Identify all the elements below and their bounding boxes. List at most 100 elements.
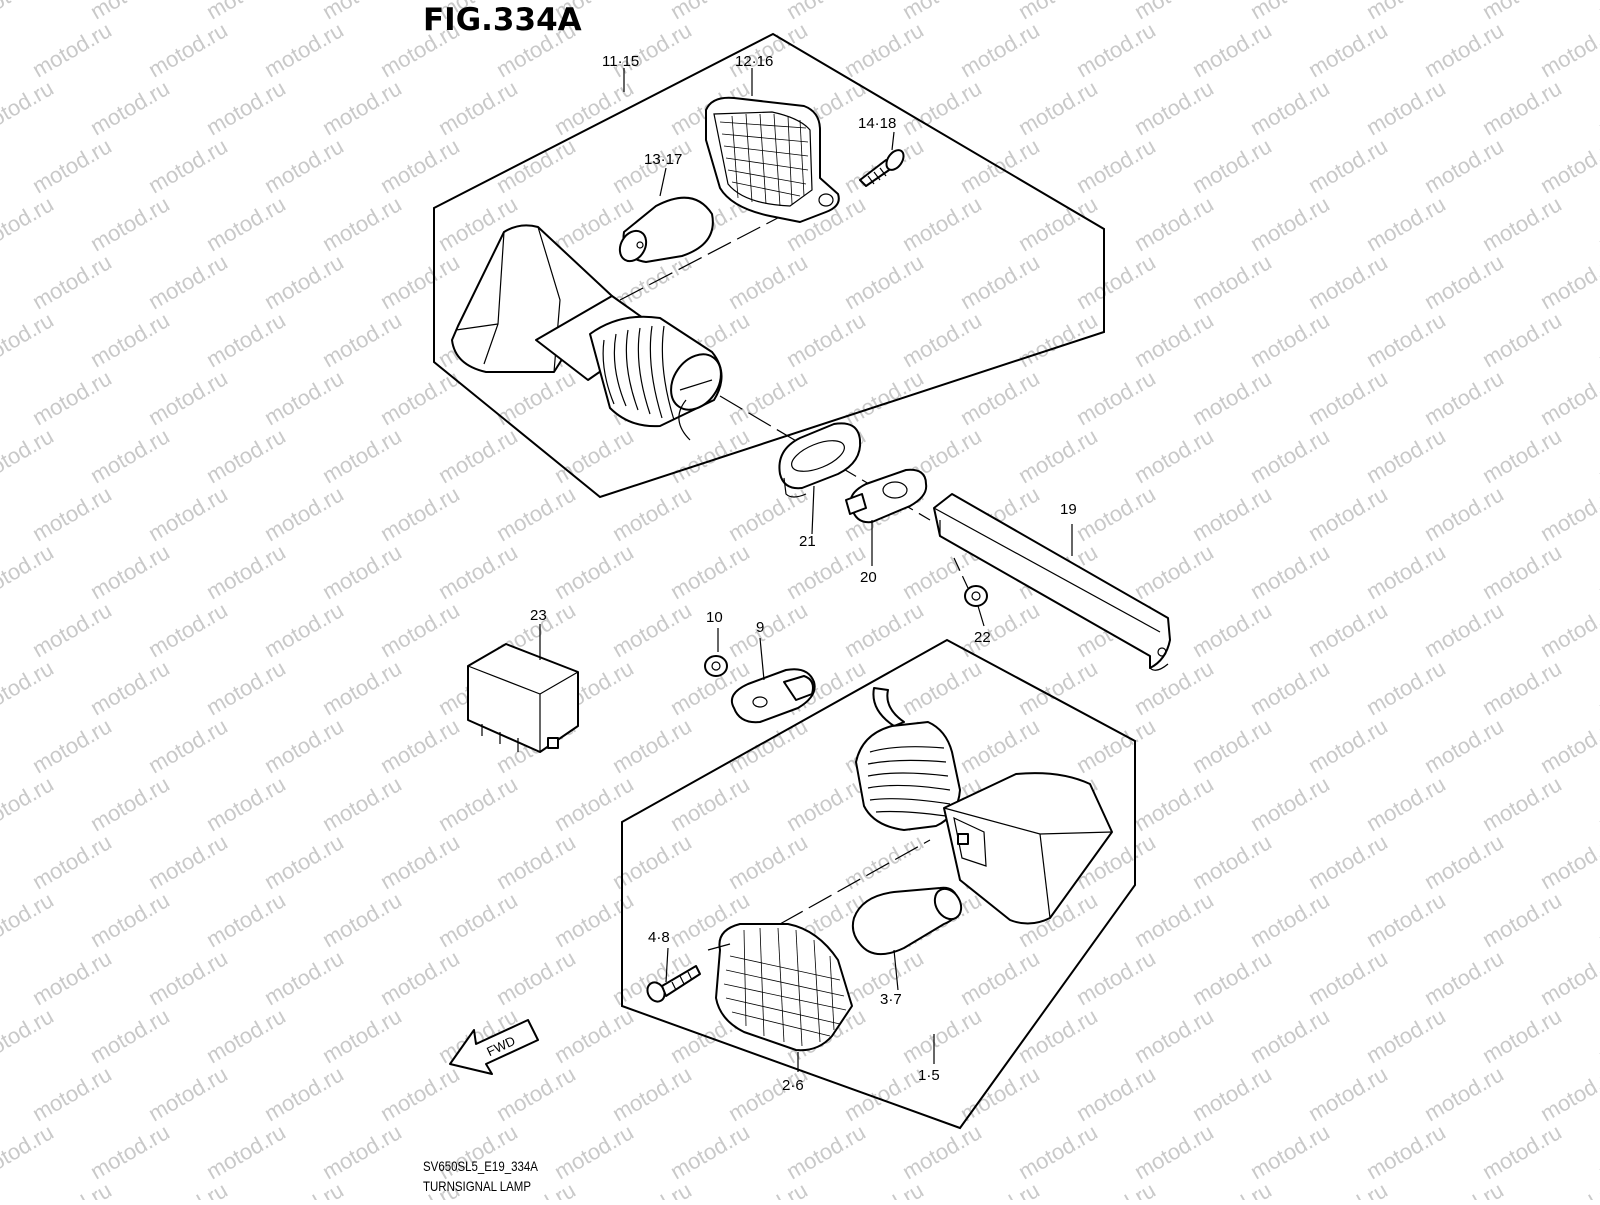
watermark-text: motod.ru xyxy=(318,655,406,720)
callout-22: 22 xyxy=(974,629,991,646)
watermark-text: motod.ru xyxy=(1420,597,1508,662)
watermark-text: motod.ru xyxy=(608,17,696,82)
watermark-text: motod.ru xyxy=(724,365,812,430)
watermark-text: motod.ru xyxy=(1130,887,1218,952)
watermark-text: motod.ru xyxy=(1536,249,1600,314)
watermark-text: motod.ru xyxy=(260,481,348,546)
watermark-text: motod.ru xyxy=(1130,307,1218,372)
callout-19: 19 xyxy=(1060,501,1077,518)
watermark-text: motod.ru xyxy=(1536,365,1600,430)
watermark-text: motod.ru xyxy=(1304,133,1392,198)
lower-screw xyxy=(646,965,701,1003)
watermark-text: motod.ru xyxy=(144,597,232,662)
watermark-text: motod.ru xyxy=(1536,945,1600,1010)
watermark-text: motod.ru xyxy=(1188,597,1276,662)
watermark-text: motod.ru xyxy=(1188,1177,1276,1200)
watermark-text: motod.ru xyxy=(376,597,464,662)
watermark-text: motod.ru xyxy=(1130,191,1218,256)
watermark-text: motod.ru xyxy=(1536,597,1600,662)
watermark-text: motod.ru xyxy=(86,307,174,372)
watermark-text: motod.ru xyxy=(1594,191,1600,256)
watermark-text: motod.ru xyxy=(1072,17,1160,82)
watermark-text: motod.ru xyxy=(28,597,116,662)
callout-14-18: 14·18 xyxy=(858,115,896,132)
watermark-text: motod.ru xyxy=(550,539,638,604)
watermark-text: motod.ru xyxy=(434,423,522,488)
watermark-text: motod.ru xyxy=(144,481,232,546)
watermark-text: motod.ru xyxy=(86,423,174,488)
watermark-text: motod.ru xyxy=(898,307,986,372)
watermark-text: motod.ru xyxy=(1304,249,1392,314)
watermark-text: motod.ru xyxy=(492,829,580,894)
watermark-text: motod.ru xyxy=(1072,1177,1160,1200)
watermark-text: motod.ru xyxy=(1246,539,1334,604)
watermark-text: motod.ru xyxy=(956,17,1044,82)
watermark-text: motod.ru xyxy=(492,945,580,1010)
watermark-text: motod.ru xyxy=(1594,423,1600,488)
watermark-text: motod.ru xyxy=(1188,481,1276,546)
watermark-text: motod.ru xyxy=(550,887,638,952)
watermark-text: motod.ru xyxy=(260,945,348,1010)
watermark-text: motod.ru xyxy=(1188,365,1276,430)
watermark-text: motod.ru xyxy=(1246,771,1334,836)
watermark-text: motod.ru xyxy=(318,75,406,140)
watermark-text: motod.ru xyxy=(550,1003,638,1068)
watermark-text: motod.ru xyxy=(376,829,464,894)
watermark-text: motod.ru xyxy=(1362,887,1450,952)
lower-assembly-box xyxy=(621,638,1136,1130)
watermark-text: motod.ru xyxy=(202,1003,290,1068)
watermark-text: motod.ru xyxy=(724,597,812,662)
watermark-text: motod.ru xyxy=(86,1119,174,1184)
watermark-text: motod.ru xyxy=(202,423,290,488)
watermark-text: motod.ru xyxy=(202,655,290,720)
watermark-text: motod.ru xyxy=(1246,191,1334,256)
callout-12-16: 12·16 xyxy=(735,53,773,70)
watermark-text: motod.ru xyxy=(1478,1119,1566,1184)
watermark-text: motod.ru xyxy=(318,771,406,836)
upper-assembly-box xyxy=(433,32,1105,499)
grommet-21 xyxy=(778,422,862,498)
watermark-text: motod.ru xyxy=(550,771,638,836)
watermark-text: motod.ru xyxy=(318,191,406,256)
watermark-text: motod.ru xyxy=(1594,887,1600,952)
watermark-text: motod.ru xyxy=(782,539,870,604)
watermark-text: motod.ru xyxy=(260,713,348,778)
watermark-text: motod.ru xyxy=(1304,17,1392,82)
watermark-text: motod.ru xyxy=(1536,133,1600,198)
watermark-text: motod.ru xyxy=(956,945,1044,1010)
watermark-text: motod.ru xyxy=(840,1061,928,1126)
watermark-text: motod.ru xyxy=(1304,1061,1392,1126)
watermark-text: motod.ru xyxy=(260,365,348,430)
watermark-text: motod.ru xyxy=(1420,365,1508,430)
watermark-text: motod.ru xyxy=(1304,713,1392,778)
callout-1-5: 1·5 xyxy=(918,1067,940,1084)
watermark-text: motod.ru xyxy=(840,1177,928,1200)
watermark-text: motod.ru xyxy=(1594,307,1600,372)
watermark-text: motod.ru xyxy=(86,539,174,604)
watermark-text: motod.ru xyxy=(1594,655,1600,720)
watermark-text: motod.ru xyxy=(1362,191,1450,256)
watermark-text: motod.ru xyxy=(1188,133,1276,198)
watermark-text: motod.ru xyxy=(1072,481,1160,546)
figure-title: FIG.334A xyxy=(423,2,582,38)
watermark-text: motod.ru xyxy=(1594,0,1600,24)
watermark-text: motod.ru xyxy=(724,249,812,314)
watermark-text: motod.ru xyxy=(492,133,580,198)
watermark-text: motod.ru xyxy=(1072,365,1160,430)
nut-plate-9 xyxy=(730,668,816,724)
watermark-text: motod.ru xyxy=(956,1177,1044,1200)
watermark-text: motod.ru xyxy=(1420,249,1508,314)
watermark-text: motod.ru xyxy=(318,1003,406,1068)
watermark-text: motod.ru xyxy=(28,17,116,82)
watermark-text: motod.ru xyxy=(1130,539,1218,604)
watermark-text: motod.ru xyxy=(1536,713,1600,778)
watermark-text: motod.ru xyxy=(376,133,464,198)
watermark-text: motod.ru xyxy=(1072,713,1160,778)
watermark-text: motod.ru xyxy=(1362,75,1450,140)
watermark-text: motod.ru xyxy=(0,191,58,256)
watermark-text: motod.ru xyxy=(260,1177,348,1200)
watermark-text: motod.ru xyxy=(86,1003,174,1068)
relay-23 xyxy=(467,643,579,753)
watermark-text: motod.ru xyxy=(1536,481,1600,546)
watermark-text: motod.ru xyxy=(1246,423,1334,488)
